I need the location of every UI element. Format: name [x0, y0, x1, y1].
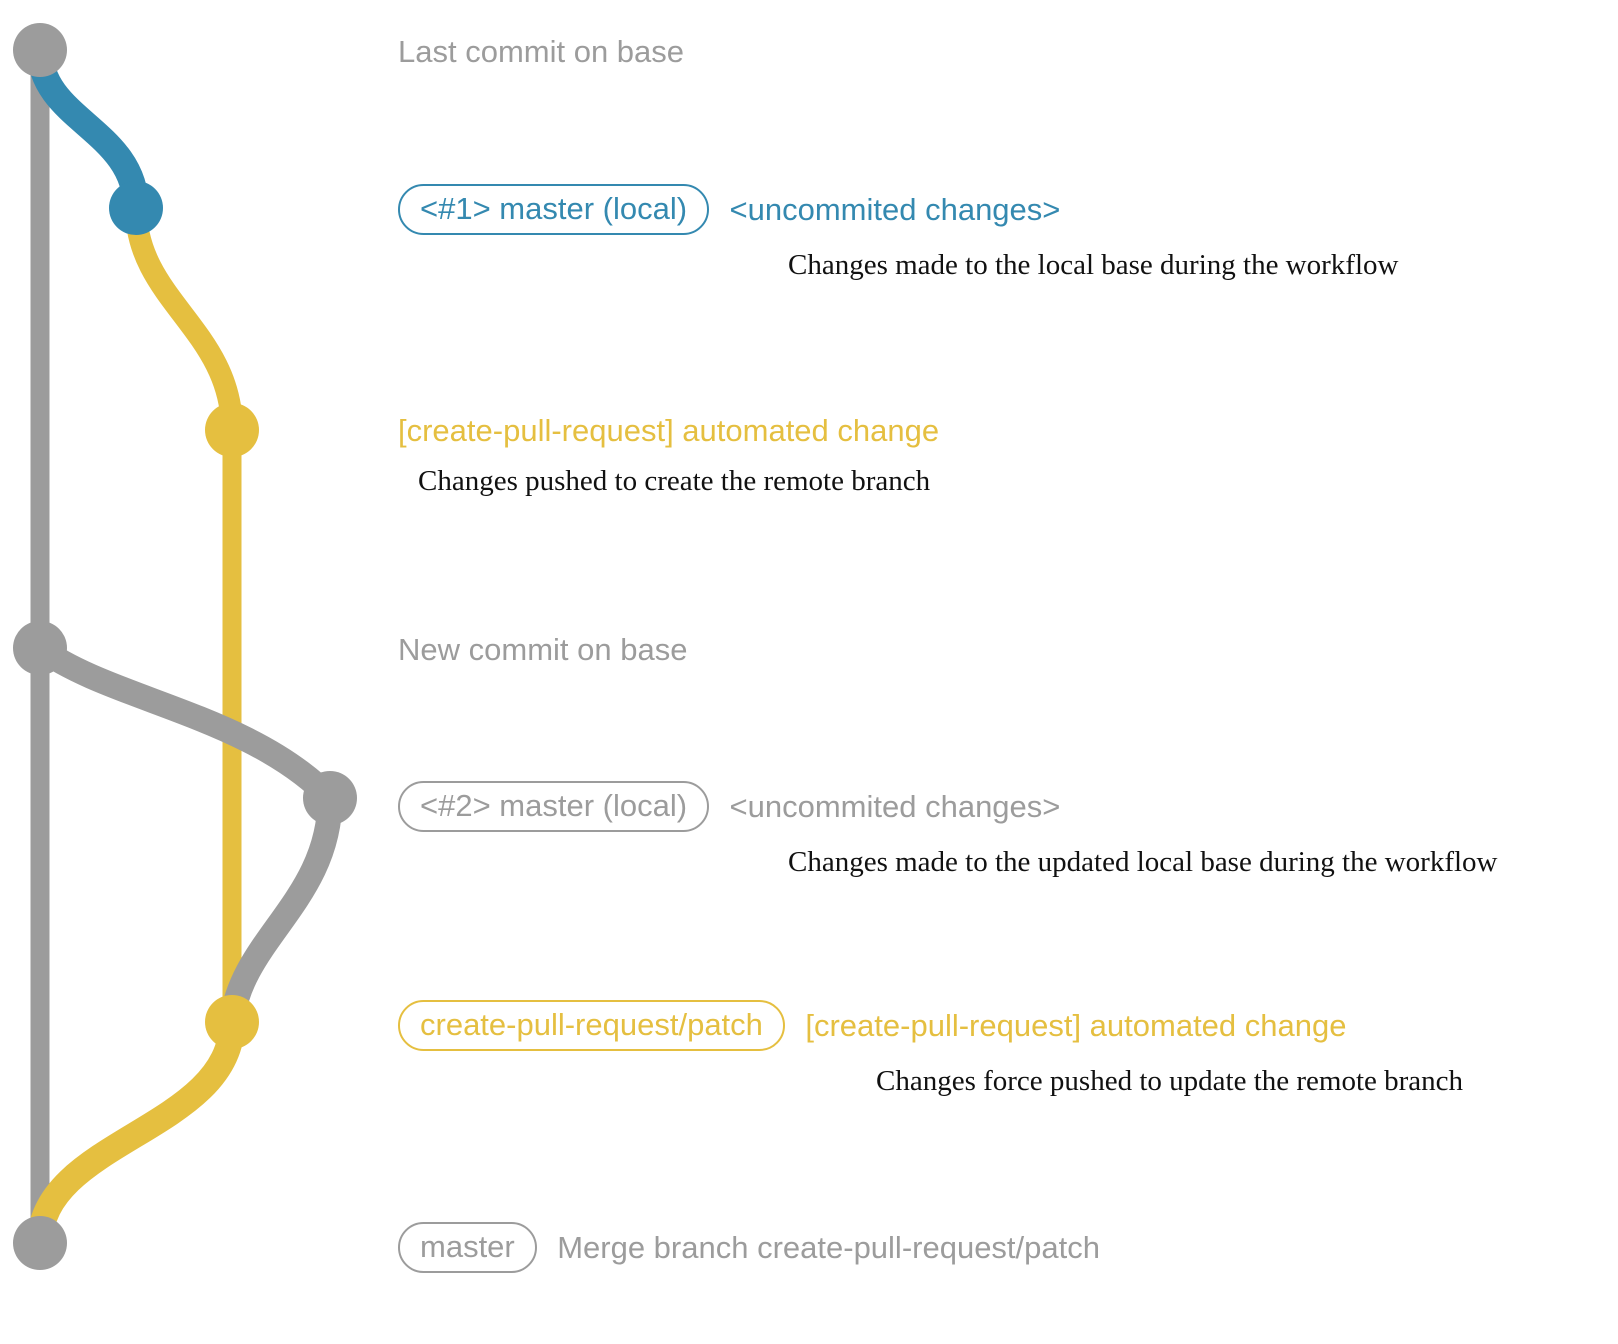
patch-merge-line: [27, 1009, 245, 1256]
description-master-local-2: Changes made to the updated local base d…: [788, 846, 1498, 878]
row-last-commit-on-base: Last commit on base: [398, 34, 684, 70]
new-commit-on-base-label: New commit on base: [398, 632, 688, 667]
node-new-commit-on-base[interactable]: [13, 621, 67, 675]
badge-master[interactable]: master: [398, 1222, 537, 1273]
row-merge-commit: master Merge branch create-pull-request/…: [398, 1222, 1100, 1273]
row-master-local-2: <#2> master (local) <uncommited changes>…: [398, 781, 1498, 879]
badge-master-local-2[interactable]: <#2> master (local): [398, 781, 710, 832]
last-commit-on-base-label: Last commit on base: [398, 34, 685, 69]
description-master-local-1: Changes made to the local base during th…: [788, 249, 1399, 281]
description-automated-change-1: Changes pushed to create the remote bran…: [418, 465, 931, 497]
row-automated-change-2: create-pull-request/patch [create-pull-r…: [398, 1000, 1463, 1098]
node-automated-change-2[interactable]: [205, 995, 259, 1049]
local2-to-patch2-line: [219, 785, 343, 1035]
row-automated-change-1: [create-pull-request] automated change C…: [398, 413, 939, 498]
node-last-commit-on-base[interactable]: [13, 23, 67, 77]
row-master-local-1: <#1> master (local) <uncommited changes>…: [398, 184, 1398, 282]
automated-change-1-label: [create-pull-request] automated change: [398, 413, 940, 448]
row-new-commit-on-base: New commit on base: [398, 632, 687, 668]
subject-master-local-1: <uncommited changes>: [729, 191, 1061, 227]
node-master-local-1[interactable]: [109, 181, 163, 235]
subject-merge-commit: Merge branch create-pull-request/patch: [557, 1229, 1100, 1265]
patch-branch-line-top: [125, 197, 243, 441]
node-automated-change-1[interactable]: [205, 403, 259, 457]
node-merge-commit[interactable]: [13, 1216, 67, 1270]
description-automated-change-2: Changes force pushed to update the remot…: [876, 1065, 1464, 1097]
subject-master-local-2: <uncommited changes>: [729, 788, 1061, 824]
badge-master-local-1[interactable]: <#1> master (local): [398, 184, 710, 235]
base-to-local2-line: [27, 635, 343, 811]
subject-automated-change-2: [create-pull-request] automated change: [805, 1007, 1347, 1043]
badge-create-pull-request-patch[interactable]: create-pull-request/patch: [398, 1000, 785, 1051]
node-master-local-2[interactable]: [303, 771, 357, 825]
